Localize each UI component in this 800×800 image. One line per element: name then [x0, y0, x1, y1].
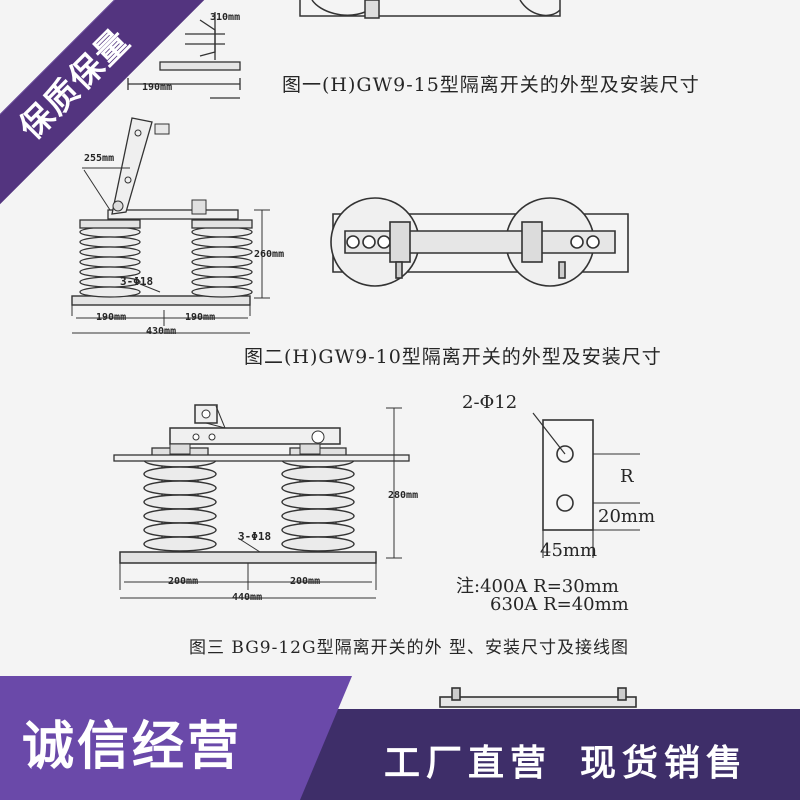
- dim-190mm-left: 190mm: [96, 312, 127, 323]
- fig1-caption: 图一(H)GW9-15型隔离开关的外型及安装尺寸: [282, 74, 700, 96]
- fig1-top-view: [299, 0, 561, 19]
- dim-280mm: 280mm: [388, 490, 419, 501]
- terminal-plate-diagram: [532, 412, 640, 558]
- dim-190mm-fig1: 190mm: [142, 82, 173, 93]
- quality-badge: 保质保量: [0, 0, 260, 260]
- banner-light-panel: [0, 676, 352, 800]
- fig3-caption: 图三 BG9-12G型隔离开关的外 型、安装尺寸及接线图: [189, 638, 629, 658]
- banner-slogan-stock: 现货销售: [580, 743, 749, 784]
- fig3-front-view: [113, 404, 410, 599]
- note-line-2: 630A R=40mm: [490, 594, 629, 615]
- bottom-banner: 诚信经营 工厂直营 现货销售: [0, 676, 800, 800]
- terminal-r-label: R: [620, 466, 634, 487]
- dim-200mm-left: 200mm: [168, 576, 199, 587]
- dim-255mm: 255mm: [84, 153, 115, 164]
- dim-430mm: 430mm: [146, 326, 177, 337]
- fig2-caption: 图二(H)GW9-10型隔离开关的外型及安装尺寸: [244, 346, 662, 368]
- fig2-front-view: [71, 117, 270, 334]
- fig4-partial-view: [439, 687, 637, 708]
- fig1-front-view: [127, 12, 241, 99]
- dim-310mm: 310mm: [210, 12, 241, 23]
- dim-440mm: 440mm: [232, 592, 263, 603]
- dim-3-phi18-fig2: 3-Φ18: [120, 275, 154, 288]
- fig2-top-view: [330, 197, 629, 287]
- note-line-1: 注:400A R=30mm: [456, 576, 619, 597]
- banner-main-text: 诚信经营: [22, 717, 243, 777]
- terminal-holes-label: 2-Φ12: [462, 392, 518, 413]
- banner-slogan-factory: 工厂直营: [384, 743, 553, 784]
- terminal-45mm-label: 45mm: [540, 540, 598, 561]
- dim-260mm: 260mm: [254, 249, 285, 260]
- badge-text: 保质保量: [11, 20, 138, 147]
- terminal-20mm-label: 20mm: [598, 506, 656, 527]
- dim-190mm-right: 190mm: [185, 312, 216, 323]
- dim-3-phi18-fig3: 3-Φ18: [238, 530, 272, 543]
- dim-200mm-right: 200mm: [290, 576, 321, 587]
